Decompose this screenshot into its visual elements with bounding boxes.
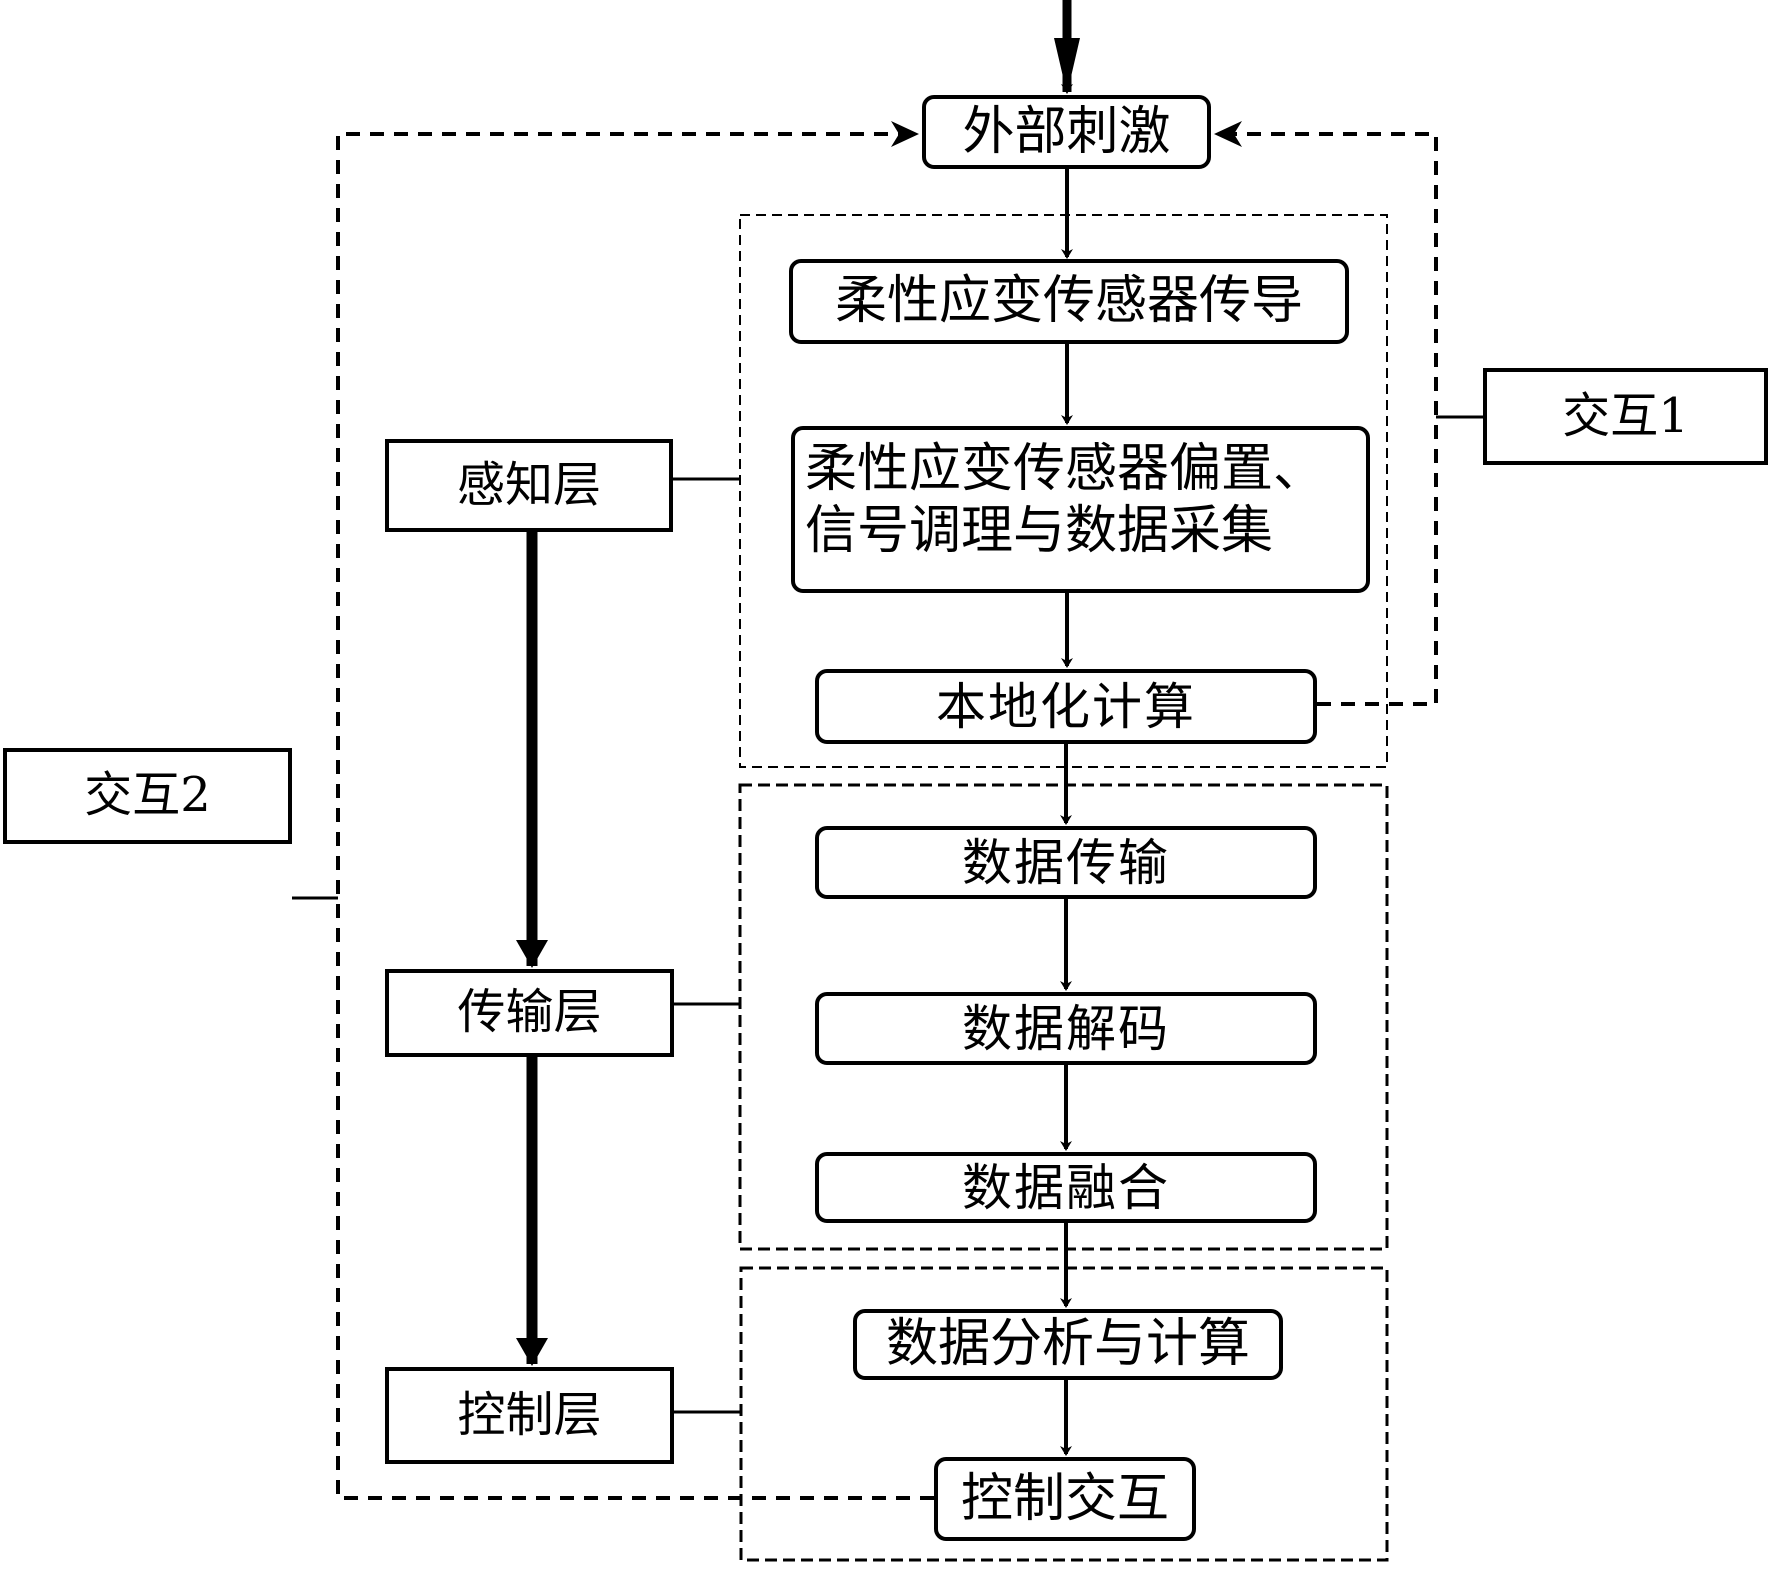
sensor-conduction-box: 柔性应变传感器传导 xyxy=(789,259,1349,344)
data-analysis-box: 数据分析与计算 xyxy=(853,1309,1283,1380)
control-layer-box: 控制层 xyxy=(385,1367,674,1464)
interaction-1-label: 交互1 xyxy=(1562,387,1689,444)
interaction-2-box: 交互2 xyxy=(3,748,292,844)
external-stimulus-label: 外部刺激 xyxy=(962,101,1171,162)
interaction-2-loop xyxy=(336,121,934,1500)
sensor-bias-line-1: 柔性应变传感器偏置、 xyxy=(805,439,1326,499)
data-decoding-label: 数据解码 xyxy=(962,999,1170,1058)
input-arrow-head xyxy=(1054,38,1080,94)
interaction-1-box: 交互1 xyxy=(1483,368,1768,465)
interaction-1-loop xyxy=(1214,121,1438,706)
sensor-conduction-label: 柔性应变传感器传导 xyxy=(834,271,1303,332)
control-layer-label: 控制层 xyxy=(457,1386,602,1443)
local-computing-label: 本地化计算 xyxy=(936,677,1196,736)
data-decoding-box: 数据解码 xyxy=(815,992,1317,1065)
perception-layer-label: 感知层 xyxy=(456,456,601,513)
sensor-bias-line-2: 信号调理与数据采集 xyxy=(805,501,1274,562)
data-fusion-label: 数据融合 xyxy=(962,1158,1170,1217)
transmission-layer-box: 传输层 xyxy=(385,969,674,1057)
control-group-frame xyxy=(739,1266,1389,1562)
control-interaction-box: 控制交互 xyxy=(934,1457,1196,1541)
external-stimulus-box: 外部刺激 xyxy=(922,95,1211,169)
local-computing-box: 本地化计算 xyxy=(815,669,1317,744)
perception-layer-box: 感知层 xyxy=(385,439,673,532)
transmission-group-frame xyxy=(738,783,1389,1251)
data-transmission-label: 数据传输 xyxy=(962,833,1170,892)
transmission-layer-label: 传输层 xyxy=(457,984,602,1041)
data-transmission-box: 数据传输 xyxy=(815,826,1317,899)
data-analysis-label: 数据分析与计算 xyxy=(885,1314,1250,1375)
control-interaction-label: 控制交互 xyxy=(960,1468,1169,1529)
data-fusion-box: 数据融合 xyxy=(815,1152,1317,1223)
sensor-bias-acquisition-box: 柔性应变传感器偏置、 信号调理与数据采集 xyxy=(791,426,1370,593)
perception-group-frame xyxy=(739,214,1388,768)
interaction-2-label: 交互2 xyxy=(84,767,211,824)
